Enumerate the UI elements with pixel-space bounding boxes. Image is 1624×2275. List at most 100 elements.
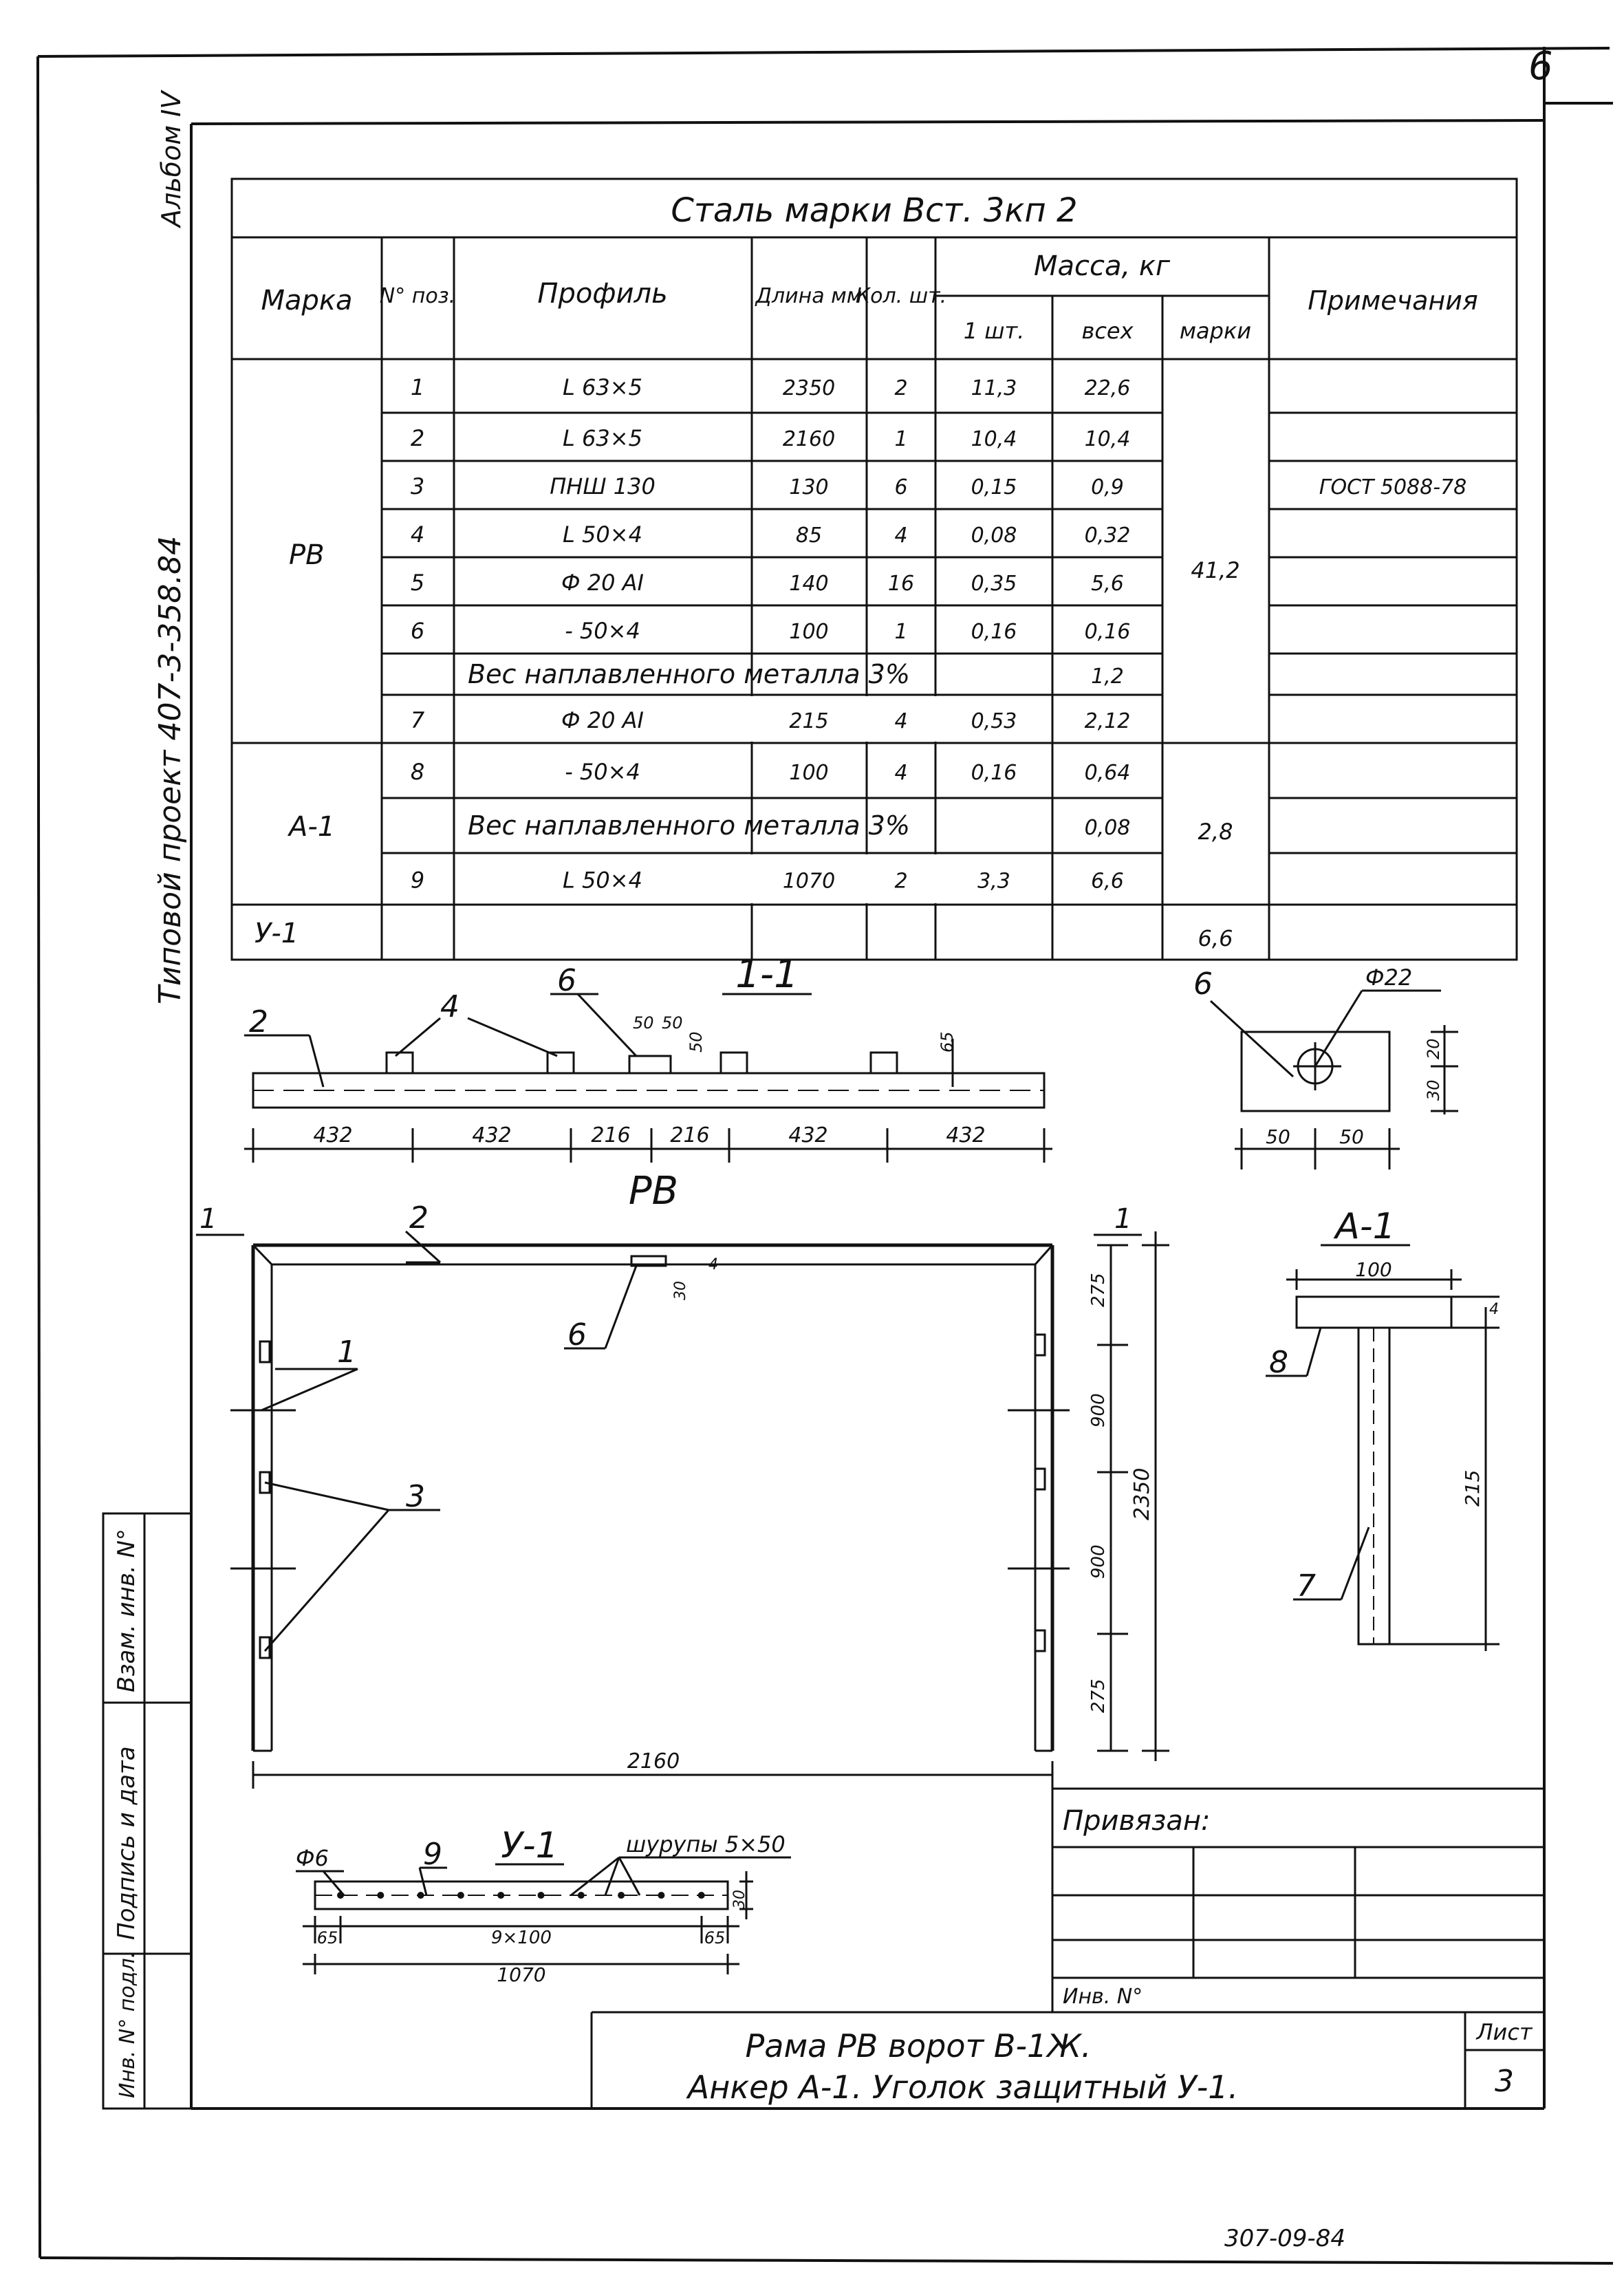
weld-metal-mass: 0,08 <box>1085 816 1131 840</box>
section-label-4: 4 <box>440 989 459 1024</box>
drawing-title-line2: Анкер А-1. Уголок защитный У-1. <box>686 2069 1238 2106</box>
spec-mass-all: 6,6 <box>1091 870 1124 894</box>
dim-216-b: 216 <box>670 1123 709 1147</box>
tied-label: Привязан: <box>1063 1805 1211 1837</box>
angle-dim-1070: 1070 <box>497 1963 545 1986</box>
angle-dim-65-b: 65 <box>704 1928 726 1948</box>
spec-mass-all: 0,64 <box>1085 761 1131 785</box>
screw-hole <box>377 1892 385 1899</box>
spec-mass-all: 0,16 <box>1085 620 1131 644</box>
dim-216-a: 216 <box>591 1123 630 1147</box>
spec-pos: 5 <box>411 570 424 596</box>
angle-label-screws: шурупы 5×50 <box>626 1831 786 1857</box>
spec-pos: 4 <box>411 521 424 548</box>
spec-pos: 9 <box>411 867 424 894</box>
spec-qty: 2 <box>894 376 907 400</box>
plate-6-detail <box>1209 989 1458 1169</box>
spec-profile: Ф 20 АI <box>561 570 644 596</box>
dim-432-b: 432 <box>472 1123 511 1147</box>
frame-dim-275-top: 275 <box>1088 1273 1109 1307</box>
frame-dim-30: 30 <box>672 1281 689 1300</box>
spec-qty: 6 <box>894 475 907 499</box>
screw-hole <box>537 1892 545 1899</box>
frame-dim-900-b: 900 <box>1088 1544 1109 1579</box>
side-stamp-text: Взам. инв. N° Подпись и дата Инв. N° под… <box>113 1529 140 2098</box>
header-mass-mark: марки <box>1180 318 1251 344</box>
spec-pos: 2 <box>411 425 424 451</box>
header-mass-all: всех <box>1081 318 1134 344</box>
plate-label-6: 6 <box>1193 967 1213 1002</box>
frame-rv-drawing <box>196 1230 1169 1789</box>
spec-mass-one: 11,3 <box>971 376 1017 400</box>
screw-hole <box>337 1892 344 1899</box>
table-title: Сталь марки Вст. 3кп 2 <box>671 191 1077 230</box>
spec-profile: L 50×4 <box>563 867 642 894</box>
spec-qty: 4 <box>894 761 907 785</box>
sheet-frame <box>36 47 1614 2265</box>
side-stamp <box>102 1512 193 2110</box>
screw-hole <box>417 1892 424 1899</box>
group-mass-a1: 2,8 <box>1198 819 1233 845</box>
frame-dim-900-a: 900 <box>1088 1393 1109 1427</box>
anchor-dim-215: 215 <box>1461 1470 1484 1507</box>
header-notes: Примечания <box>1308 285 1478 316</box>
header-mark: Марка <box>261 285 352 316</box>
plate-dim-50-b: 50 <box>1339 1125 1364 1148</box>
section-1-1-title: 1-1 <box>735 952 798 997</box>
spec-mass-one: 0,16 <box>971 620 1017 644</box>
angle-label-hole: Ф6 <box>296 1845 329 1871</box>
spec-profile: L 50×4 <box>563 521 642 548</box>
dim-50-c: 50 <box>686 1031 706 1053</box>
drawing-title-line1: Рама РВ ворот В-1Ж. <box>746 2027 1092 2064</box>
anchor-a1-title: А-1 <box>1333 1206 1395 1247</box>
project-label: Типовой проект 407-3-358.84 <box>153 536 188 1004</box>
dim-432-a: 432 <box>313 1123 352 1147</box>
header-pos: N° поз. <box>380 284 455 308</box>
frame-label-1: 1 <box>337 1335 356 1370</box>
frame-dim-275-bottom: 275 <box>1088 1679 1109 1713</box>
spec-mass-all: 0,9 <box>1091 475 1124 499</box>
spec-profile: ПНШ 130 <box>550 473 656 499</box>
group-mass-u1: 6,6 <box>1198 925 1233 951</box>
spec-mass-all: 2,12 <box>1085 709 1131 733</box>
spec-length: 215 <box>789 709 828 733</box>
angle-u1-drawing <box>296 1856 791 1974</box>
anchor-a1-drawing <box>1266 1244 1500 1651</box>
spec-pos: 3 <box>411 473 424 499</box>
group-mark-rv: РВ <box>289 539 325 571</box>
group-mark-a1: А-1 <box>287 811 335 843</box>
spec-qty: 1 <box>894 427 907 451</box>
plate-dim-50-a: 50 <box>1266 1125 1290 1148</box>
screw-hole <box>697 1892 705 1899</box>
frame-label-3: 3 <box>406 1479 425 1514</box>
spec-mass-all: 0,32 <box>1085 524 1131 548</box>
spec-mass-all: 22,6 <box>1085 376 1131 400</box>
section-label-6: 6 <box>557 963 576 998</box>
spec-qty: 4 <box>894 524 907 548</box>
spec-length: 100 <box>789 761 828 785</box>
section-label-2: 2 <box>249 1004 268 1039</box>
spec-length: 100 <box>789 620 828 644</box>
spec-profile: L 63×5 <box>563 425 642 451</box>
frame-label-6: 6 <box>567 1317 587 1352</box>
angle-u1-screws <box>337 1892 705 1899</box>
spec-note: ГОСТ 5088-78 <box>1319 475 1466 499</box>
spec-pos: 1 <box>411 374 424 400</box>
dim-50-b: 50 <box>662 1013 683 1033</box>
anchor-label-8: 8 <box>1269 1345 1288 1380</box>
spec-qty: 4 <box>894 709 907 733</box>
section-1-1 <box>244 993 1052 1163</box>
weld-metal-mass: 1,2 <box>1091 665 1124 689</box>
spec-length: 2350 <box>783 376 835 400</box>
header-mass: Масса, кг <box>1034 250 1171 282</box>
group-mass-rv: 41,2 <box>1191 557 1239 583</box>
section-mark-left: 1 <box>199 1203 217 1235</box>
stamp-replace-inv: Взам. инв. N° <box>113 1529 140 1692</box>
frame-rv-title: РВ <box>629 1169 678 1214</box>
stamp-signature-date: Подпись и дата <box>113 1746 140 1940</box>
angle-u1-labels: У-1 Ф6 9 шурупы 5×50 65 9×100 65 1070 30 <box>296 1825 786 1986</box>
spec-qty: 2 <box>894 870 907 894</box>
spec-mass-one: 0,08 <box>971 524 1017 548</box>
screw-hole <box>457 1892 464 1899</box>
spec-pos: 6 <box>411 618 424 644</box>
